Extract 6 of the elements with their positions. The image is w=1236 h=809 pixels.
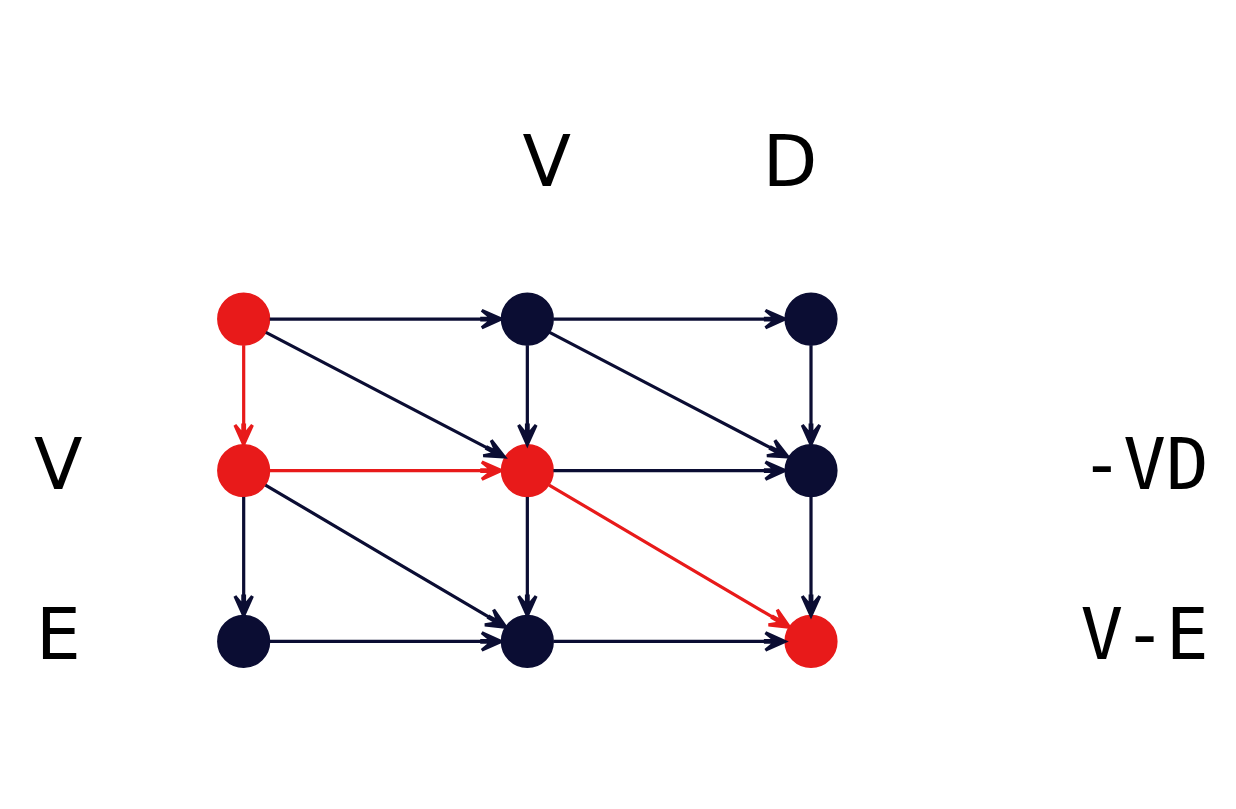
label: -VD bbox=[1080, 422, 1209, 506]
label: D bbox=[762, 119, 818, 203]
label: V-E bbox=[1080, 593, 1209, 677]
label: V bbox=[34, 422, 83, 506]
label: E bbox=[35, 593, 81, 677]
label: V bbox=[522, 119, 571, 203]
